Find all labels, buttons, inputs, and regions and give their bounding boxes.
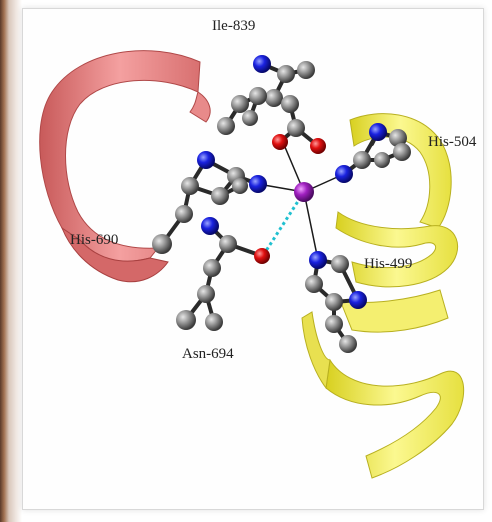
atoms	[152, 55, 411, 353]
label-his-690: His-690	[70, 232, 119, 248]
yellow-helix	[301, 113, 465, 479]
hydrogen-bond	[262, 191, 306, 255]
label-his-504: His-504	[428, 134, 477, 150]
label-his-499: His-499	[364, 256, 413, 272]
label-asn-694: Asn-694	[182, 346, 234, 362]
metal-ion	[294, 182, 314, 202]
label-ile-839: Ile-839	[212, 18, 256, 34]
background-edge	[0, 0, 22, 522]
pink-helix	[39, 50, 211, 283]
